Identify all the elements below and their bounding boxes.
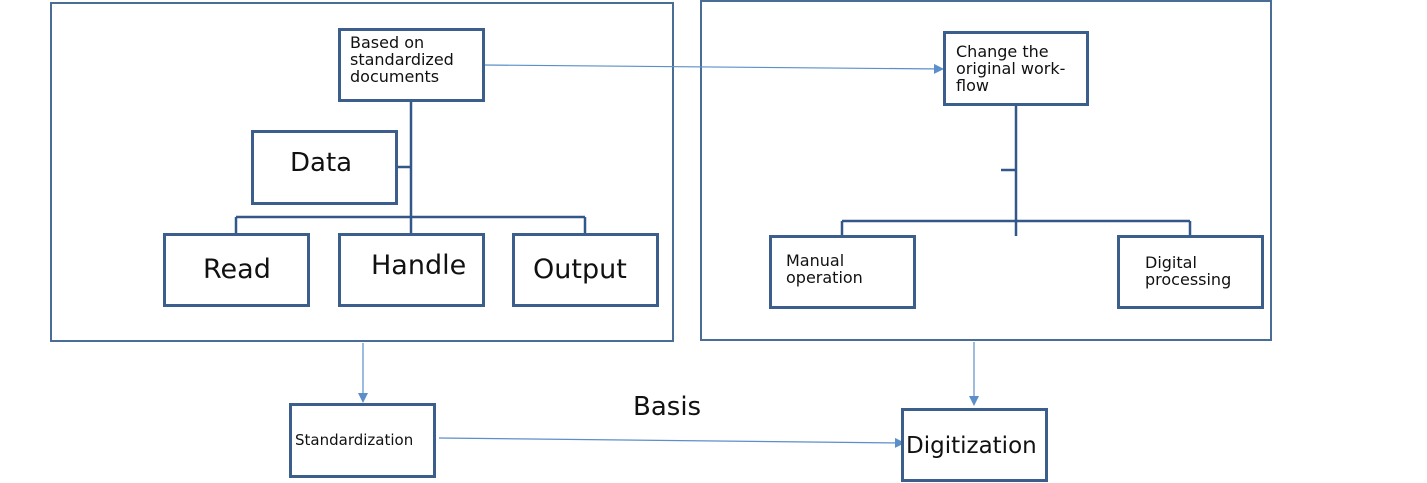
digital-processing-box: Digital processing — [1117, 235, 1264, 309]
left-panel — [50, 2, 674, 342]
top-cross-arrow — [483, 63, 944, 74]
standardization-box: Standardization — [289, 403, 436, 478]
output-label: Output — [533, 254, 627, 285]
handle-label: Handle — [371, 250, 467, 281]
read-label: Read — [203, 254, 271, 285]
manual-operation-box: Manual operation — [769, 235, 916, 309]
digital-processing-label: Digital processing — [1145, 253, 1232, 289]
digitization-label: Digitization — [906, 433, 1037, 459]
standardization-label: Standardization — [295, 431, 414, 449]
manual-operation-label: Manual operation — [786, 251, 863, 287]
basis-label: Basis — [633, 392, 702, 422]
handle-box: Handle — [338, 233, 485, 307]
read-box: Read — [163, 233, 310, 307]
data-box: Data — [251, 130, 398, 205]
output-box: Output — [512, 233, 659, 307]
right-panel — [700, 0, 1272, 341]
digitization-box: Digitization — [901, 408, 1048, 482]
based-on-documents-box: Based on standardized documents — [338, 28, 485, 102]
data-label: Data — [290, 148, 353, 178]
bottom-cross-arrow — [438, 437, 905, 448]
based-on-documents-label: Based on standardized documents — [350, 33, 454, 86]
change-workflow-label: Change the original work- flow — [956, 42, 1066, 95]
change-workflow-box: Change the original work- flow — [943, 31, 1089, 106]
